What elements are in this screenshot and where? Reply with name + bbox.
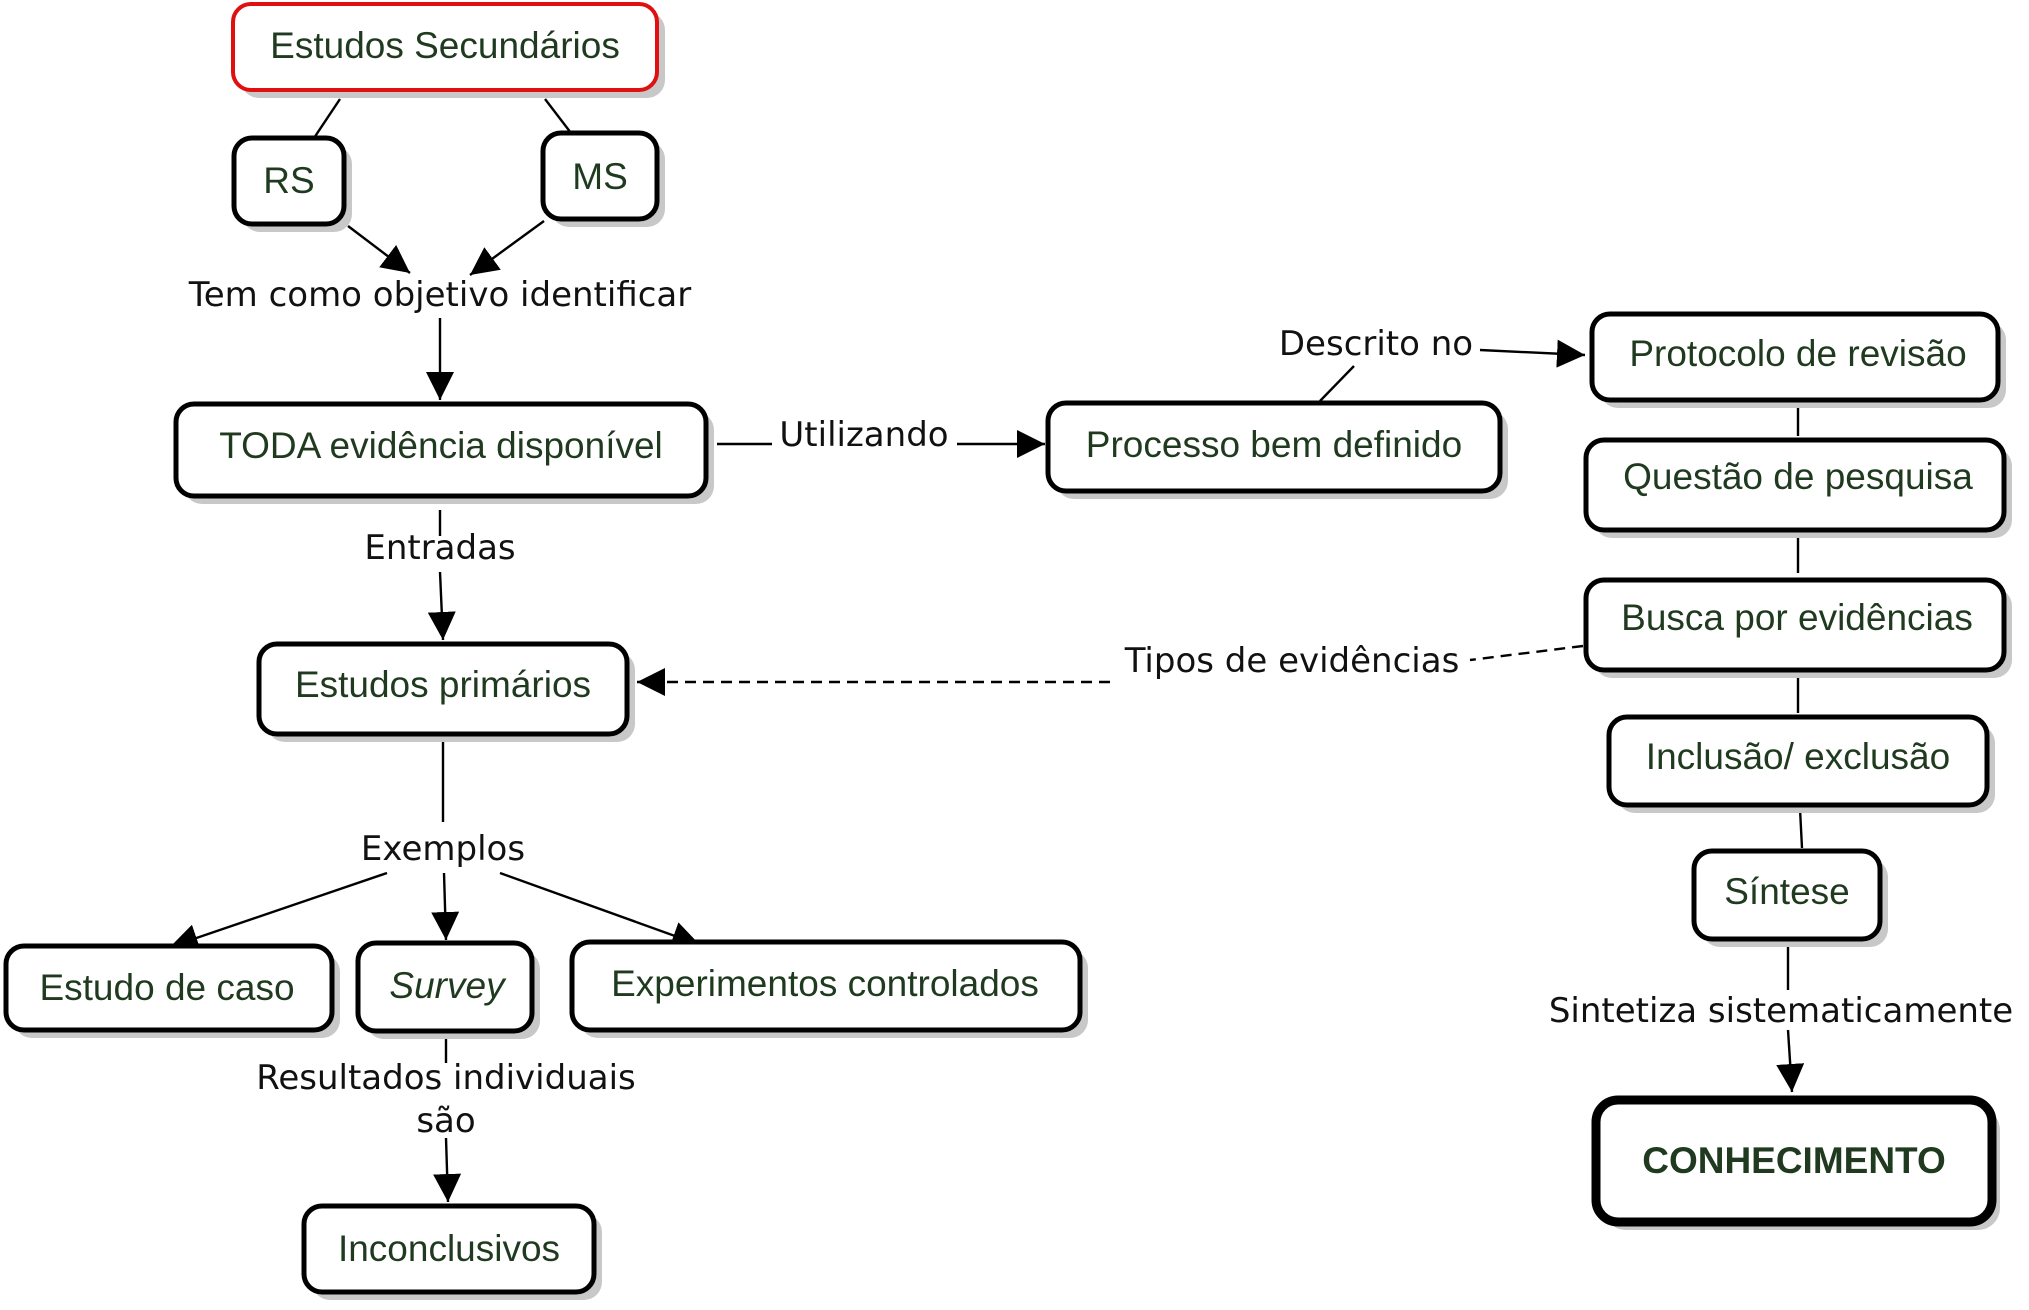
node-conhecimento[interactable]: CONHECIMENTO (1591, 1095, 2000, 1230)
node-inconclusivos-label: Inconclusivos (338, 1228, 560, 1269)
node-estudos-primarios-label: Estudos primários (295, 664, 591, 705)
arrow-descrito-protocolo (1479, 339, 1586, 368)
node-sintese[interactable]: Síntese (1691, 848, 1888, 947)
connectors (169, 98, 1805, 1203)
node-estudos-primarios[interactable]: Estudos primários (256, 641, 635, 742)
node-estudo-caso-label: Estudo de caso (39, 967, 294, 1008)
node-processo-label: Processo bem definido (1086, 424, 1462, 465)
connector-inclusao-sintese (1798, 808, 1804, 849)
label-entradas: Entradas (364, 528, 515, 568)
label-tipos: Tipos de evidências (1124, 641, 1460, 681)
label-descrito: Descrito no (1279, 324, 1473, 364)
node-experimentos[interactable]: Experimentos controlados (569, 939, 1088, 1038)
node-questao-label: Questão de pesquisa (1623, 456, 1973, 497)
node-inclusao-label: Inclusão/ exclusão (1646, 736, 1950, 777)
arrow-exemplos-caso (169, 871, 388, 952)
label-resultados: Resultados individuais (256, 1058, 636, 1098)
node-rs[interactable]: RS (231, 135, 352, 232)
label-utilizando: Utilizando (779, 415, 948, 455)
node-questao[interactable]: Questão de pesquisa (1583, 437, 2012, 538)
node-estudos-secundarios-label: Estudos Secundários (270, 25, 620, 66)
label-resultados-sao: são (416, 1101, 475, 1141)
node-survey-label: Survey (389, 965, 507, 1006)
node-processo[interactable]: Processo bem definido (1045, 400, 1508, 499)
nodes: Estudos Secundários RS MS TODA evidência… (3, 2, 2012, 1300)
node-toda-evidencia-label: TODA evidência disponível (219, 425, 663, 466)
node-survey[interactable]: Survey (355, 940, 540, 1039)
node-toda-evidencia[interactable]: TODA evidência disponível (173, 401, 714, 504)
label-objetivo: Tem como objetivo identificar (188, 275, 692, 315)
arrow-rs-objetivo (347, 225, 411, 274)
node-sintese-label: Síntese (1724, 871, 1849, 912)
node-conhecimento-label: CONHECIMENTO (1642, 1140, 1946, 1181)
node-estudo-caso[interactable]: Estudo de caso (3, 943, 340, 1038)
node-ms-label: MS (572, 156, 628, 197)
arrow-resultados-inconclusivos (433, 1137, 462, 1203)
node-busca[interactable]: Busca por evidências (1583, 577, 2012, 678)
node-rs-label: RS (263, 160, 314, 201)
node-inconclusivos[interactable]: Inconclusivos (301, 1203, 602, 1300)
node-inclusao[interactable]: Inclusão/ exclusão (1606, 714, 1995, 813)
label-sintetiza: Sintetiza sistematicamente (1549, 991, 2013, 1031)
arrow-sintetiza-conhecimento (1776, 1029, 1805, 1093)
label-exemplos: Exemplos (361, 829, 525, 869)
node-busca-label: Busca por evidências (1621, 597, 1973, 638)
connector-processo-descrito (1319, 365, 1355, 402)
node-ms[interactable]: MS (540, 130, 665, 227)
connector-secundarios-rs (313, 98, 341, 139)
arrow-entradas-primarios (427, 571, 456, 641)
node-protocolo[interactable]: Protocolo de revisão (1589, 311, 2006, 408)
arrow-ms-objetivo (469, 220, 545, 276)
arrow-exemplos-experimentos (499, 871, 701, 949)
connector-secundarios-ms (544, 98, 572, 134)
node-protocolo-label: Protocolo de revisão (1629, 333, 1966, 374)
link-labels: Tem como objetivo identificar Utilizando… (188, 275, 2013, 1141)
dashed-busca-tipos (1469, 644, 1584, 662)
node-estudos-secundarios[interactable]: Estudos Secundários (231, 2, 665, 98)
node-experimentos-label: Experimentos controlados (611, 963, 1039, 1004)
arrow-exemplos-survey (431, 872, 460, 941)
